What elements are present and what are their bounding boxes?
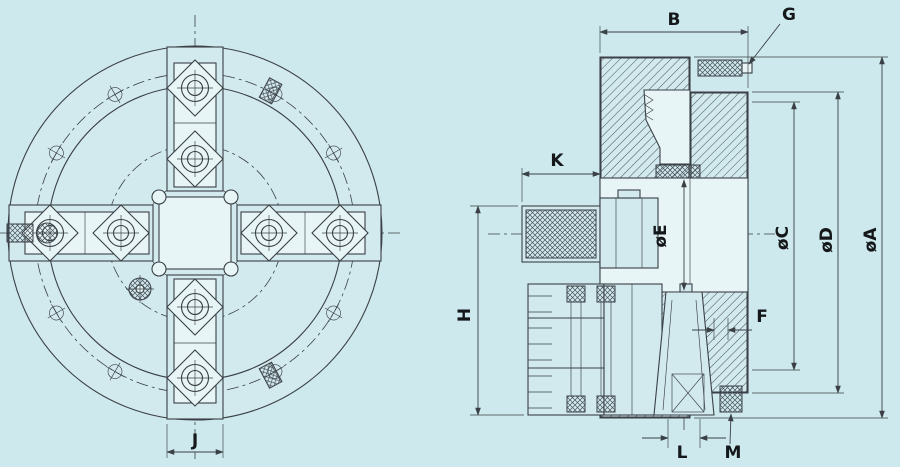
dimension-J: J bbox=[166, 424, 224, 458]
corner-relief bbox=[151, 261, 167, 277]
dimension-G: G bbox=[748, 5, 796, 65]
dimension-M: M bbox=[725, 413, 742, 463]
corner-relief bbox=[223, 189, 239, 205]
backplate-hatch-upper bbox=[690, 92, 748, 179]
jaw-bolt bbox=[596, 285, 616, 413]
wrench-socket bbox=[6, 222, 58, 244]
dim-label-k: K bbox=[550, 151, 564, 171]
corner-relief bbox=[223, 261, 239, 277]
pinion-plug bbox=[719, 385, 743, 413]
dim-label-g: G bbox=[782, 5, 796, 25]
pinion-hole bbox=[126, 275, 154, 303]
wrench-socket bbox=[258, 361, 283, 389]
dimension-K: K bbox=[521, 151, 601, 202]
corner-relief bbox=[151, 189, 167, 205]
jaw-serrations bbox=[644, 94, 654, 121]
jaw-bolt bbox=[566, 285, 586, 413]
front-view bbox=[0, 15, 403, 459]
dimension-C: øC bbox=[752, 101, 800, 371]
set-screw bbox=[655, 164, 701, 179]
dim-label-d: øD bbox=[817, 227, 837, 253]
dim-label-e: øE bbox=[651, 224, 671, 247]
dim-label-m: M bbox=[725, 443, 742, 463]
operating-screw bbox=[521, 189, 659, 269]
section-view bbox=[488, 56, 775, 434]
dimension-E: øE bbox=[651, 179, 687, 291]
dimension-L: L bbox=[642, 419, 726, 463]
dim-label-l: L bbox=[677, 443, 688, 463]
dim-label-b: B bbox=[668, 10, 681, 30]
dim-label-h: H bbox=[455, 308, 475, 322]
stop-pin bbox=[697, 59, 753, 77]
center-square-bore bbox=[158, 196, 232, 270]
dim-label-c: øC bbox=[773, 226, 793, 250]
guideway-cavity bbox=[643, 89, 691, 165]
wrench-socket bbox=[258, 77, 283, 105]
jaw-section bbox=[527, 283, 663, 416]
dimension-H: H bbox=[455, 205, 524, 416]
dimension-A: øA bbox=[694, 56, 888, 419]
dimension-D: øD bbox=[752, 91, 844, 394]
dim-label-a: øA bbox=[861, 227, 881, 253]
dim-label-f: F bbox=[756, 307, 768, 327]
dimension-F: F bbox=[692, 307, 768, 340]
dim-label-j: J bbox=[191, 431, 198, 451]
dimension-B: B bbox=[599, 10, 749, 88]
